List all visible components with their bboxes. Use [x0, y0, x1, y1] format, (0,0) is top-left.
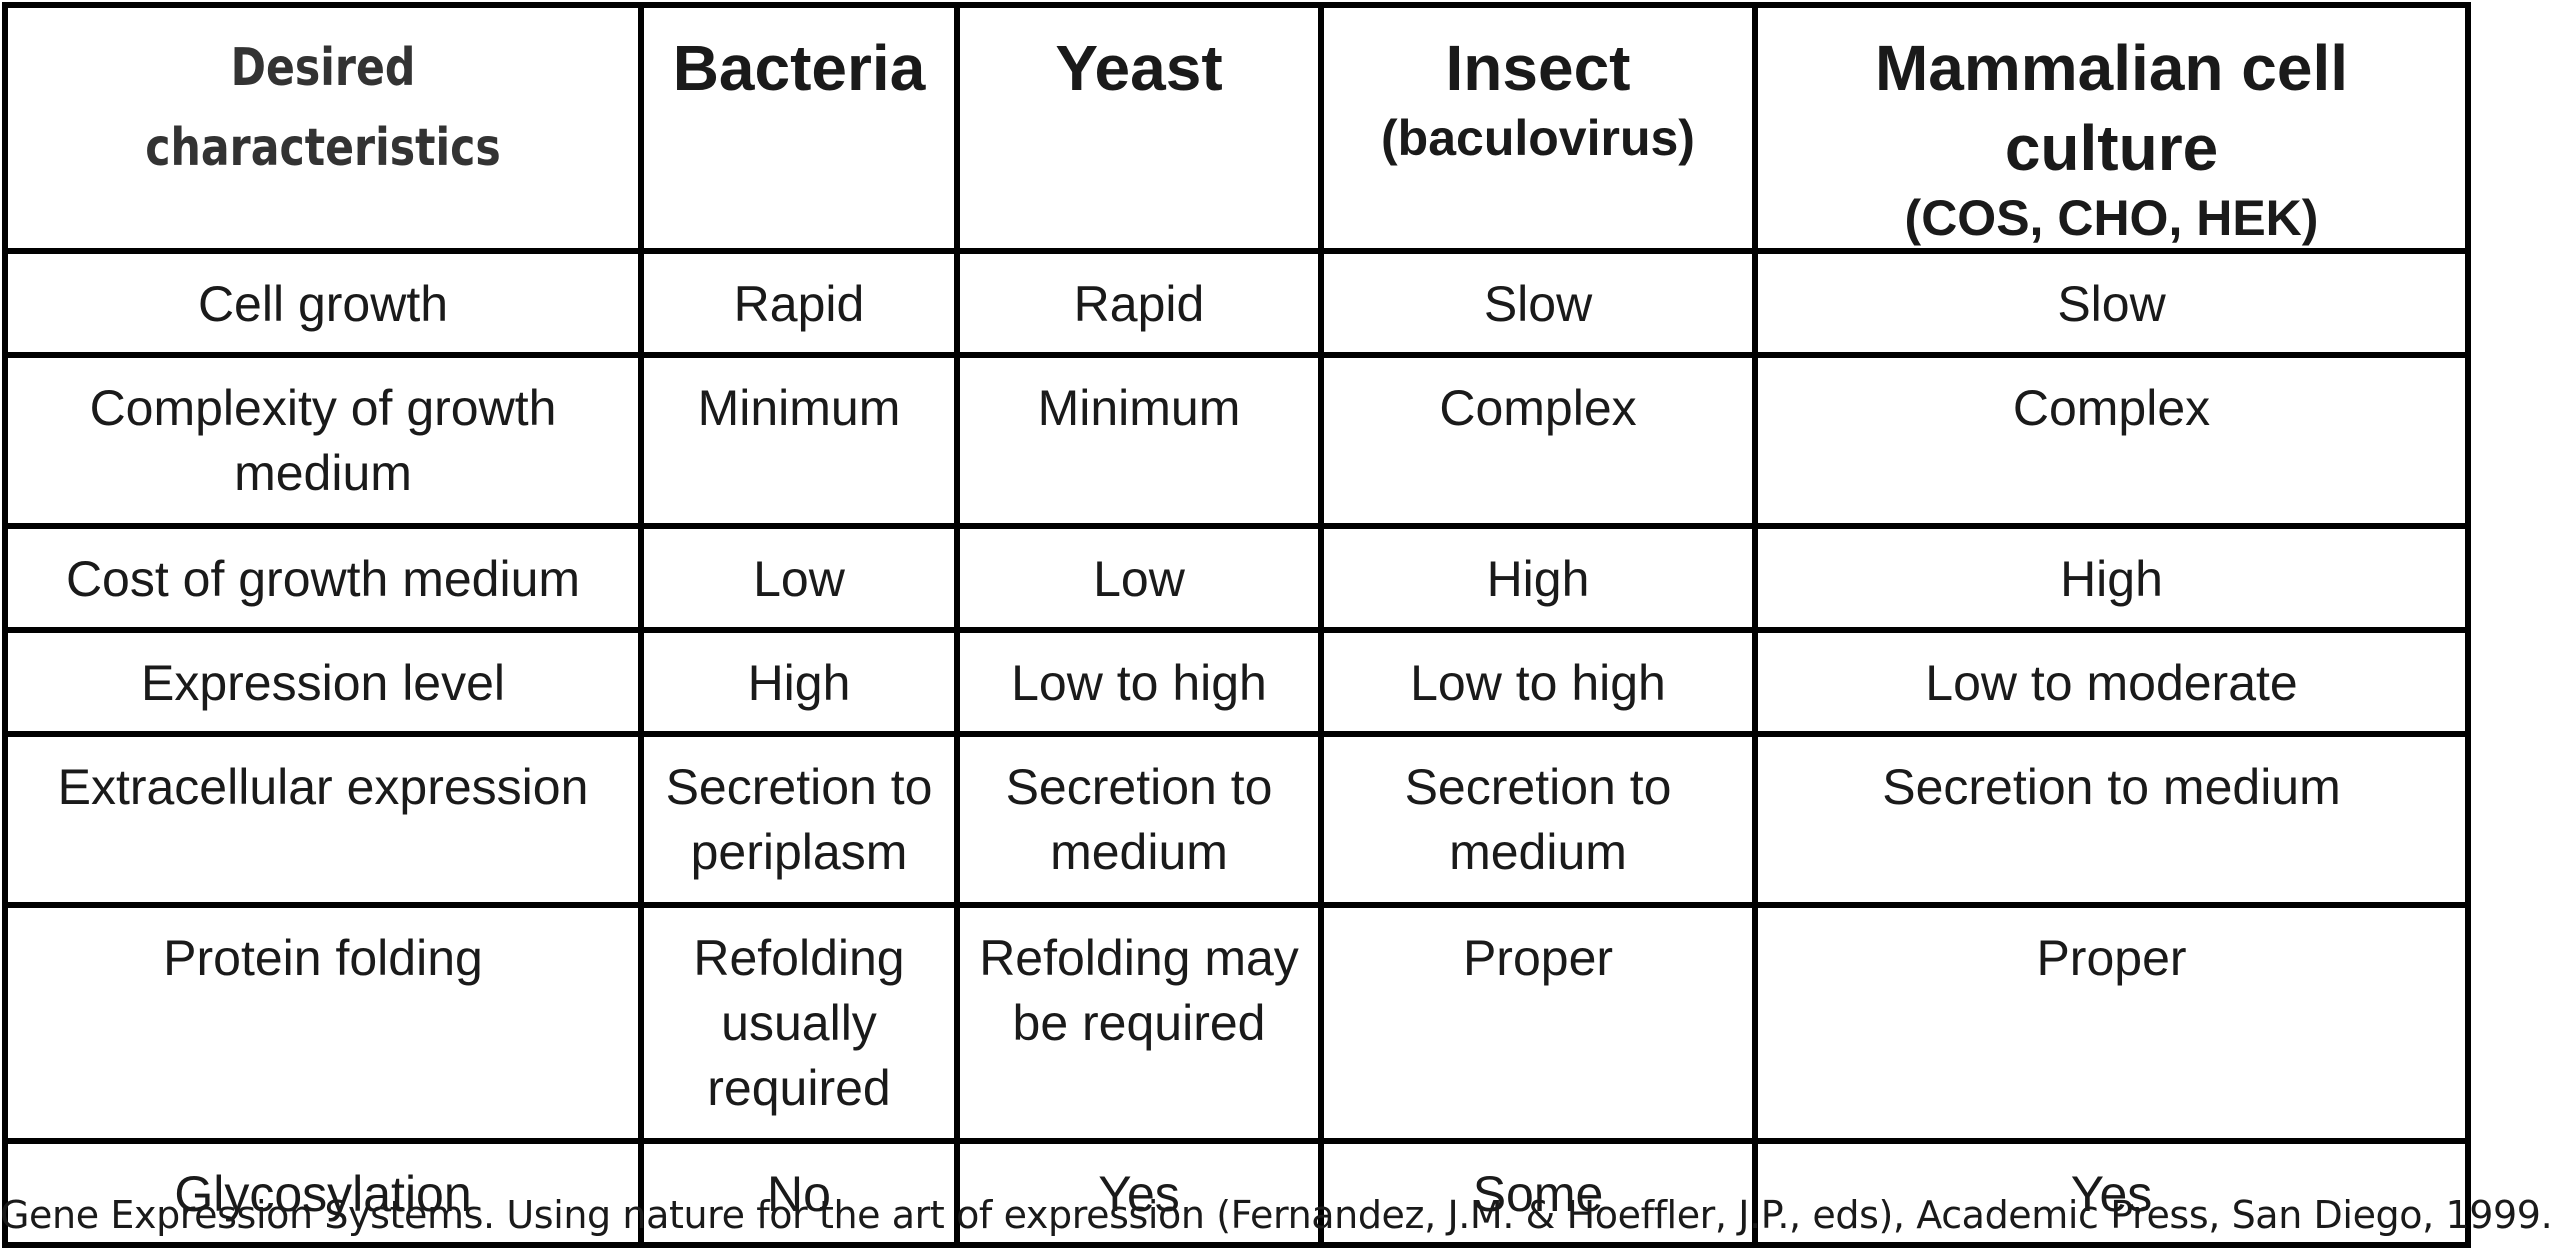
header-label: Insect [1445, 32, 1631, 104]
comparison-table-container: Desired characteristics Bacteria Yeast I… [2, 2, 2471, 1248]
row-label-cell: Complexity of growth medium [2, 352, 644, 529]
header-sublabel: (baculovirus) [1381, 110, 1695, 166]
yeast-cell: Low [954, 523, 1324, 633]
bacteria-cell: No [638, 1138, 960, 1248]
table-row: Extracellular expression Secretion to pe… [2, 731, 2471, 908]
header-sublabel: (COS, CHO, HEK) [1904, 190, 2319, 246]
header-label: Bacteria [672, 32, 926, 104]
mammalian-cell: Complex [1752, 352, 2471, 529]
table-row: Cell growth Rapid Rapid Slow Slow [2, 248, 2471, 358]
mammalian-cell: Low to moderate [1752, 627, 2471, 737]
yeast-cell: Refolding may be required [954, 902, 1324, 1144]
insect-cell: Complex [1318, 352, 1758, 529]
row-label-cell: Extracellular expression [2, 731, 644, 908]
header-label: Yeast [1055, 32, 1223, 104]
table-row: Expression level High Low to high Low to… [2, 627, 2471, 737]
row-label-cell: Protein folding [2, 902, 644, 1144]
mammalian-cell: Proper [1752, 902, 2471, 1144]
insect-cell: Secretion to medium [1318, 731, 1758, 908]
table-row: Protein folding Refolding usually requir… [2, 902, 2471, 1144]
yeast-cell: Yes [954, 1138, 1324, 1248]
row-label-cell: Cost of growth medium [2, 523, 644, 633]
insect-cell: Slow [1318, 248, 1758, 358]
bacteria-cell: Rapid [638, 248, 960, 358]
table-row: Glycosylation No Yes Some Yes [2, 1138, 2471, 1248]
mammalian-cell: Yes [1752, 1138, 2471, 1248]
header-label: Mammalian cell culture [1874, 32, 2349, 184]
insect-cell: Low to high [1318, 627, 1758, 737]
expression-systems-table: Desired characteristics Bacteria Yeast I… [2, 2, 2471, 1248]
header-row: Desired characteristics Bacteria Yeast I… [2, 2, 2471, 254]
yeast-cell: Low to high [954, 627, 1324, 737]
insect-cell: High [1318, 523, 1758, 633]
yeast-cell: Minimum [954, 352, 1324, 529]
header-mammalian: Mammalian cell culture (COS, CHO, HEK) [1752, 2, 2471, 254]
source-citation: Gene Expression Systems. Using nature fo… [0, 1193, 2552, 1237]
mammalian-cell: Slow [1752, 248, 2471, 358]
bacteria-cell: Secretion to periplasm [638, 731, 960, 908]
row-label-cell: Glycosylation [2, 1138, 644, 1248]
bacteria-cell: Minimum [638, 352, 960, 529]
mammalian-cell: High [1752, 523, 2471, 633]
insect-cell: Some [1318, 1138, 1758, 1248]
bacteria-cell: Low [638, 523, 960, 633]
yeast-cell: Rapid [954, 248, 1324, 358]
mammalian-cell: Secretion to medium [1752, 731, 2471, 908]
header-desired-characteristics: Desired characteristics [2, 2, 644, 254]
row-label-cell: Cell growth [2, 248, 644, 358]
header-insect: Insect (baculovirus) [1318, 2, 1758, 254]
bacteria-cell: High [638, 627, 960, 737]
insect-cell: Proper [1318, 902, 1758, 1144]
yeast-cell: Secretion to medium [954, 731, 1324, 908]
header-yeast: Yeast [954, 2, 1324, 254]
header-label: Desired characteristics [145, 38, 501, 178]
header-bacteria: Bacteria [638, 2, 960, 254]
table-row: Cost of growth medium Low Low High High [2, 523, 2471, 633]
table-row: Complexity of growth medium Minimum Mini… [2, 352, 2471, 529]
row-label-cell: Expression level [2, 627, 644, 737]
bacteria-cell: Refolding usually required [638, 902, 960, 1144]
